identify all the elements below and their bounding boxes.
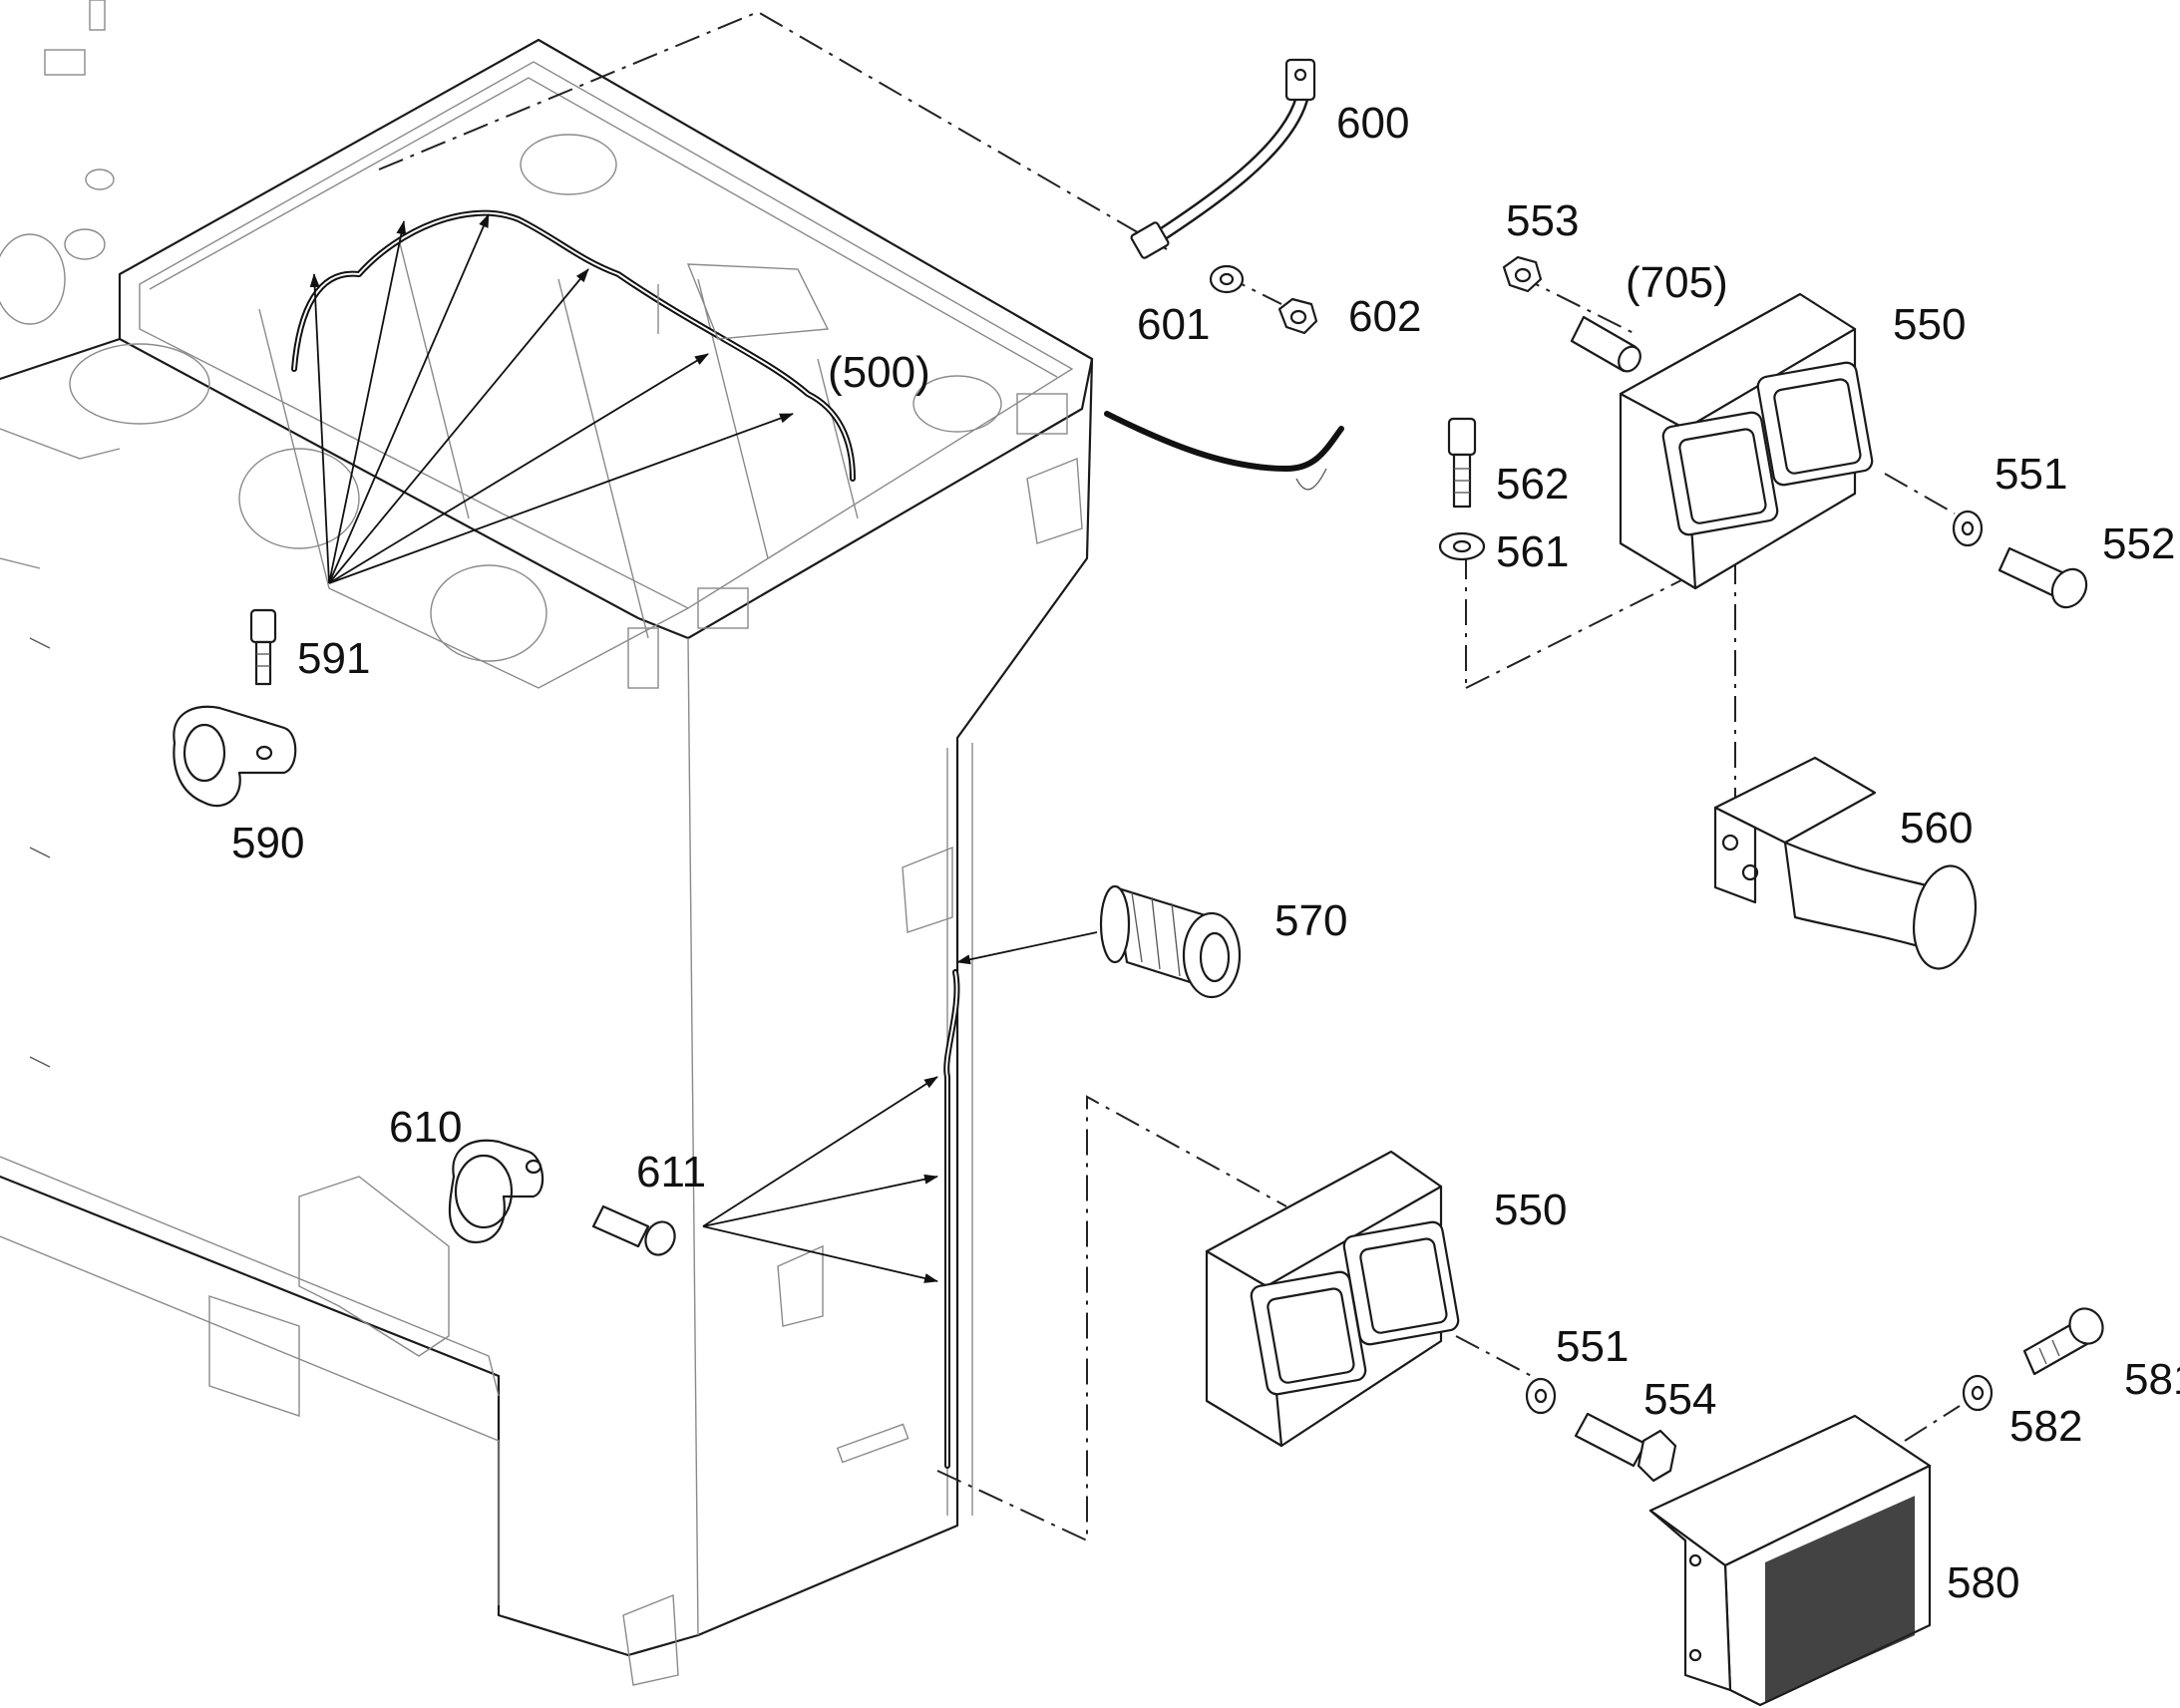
callout-582: 582 (2009, 1402, 2082, 1451)
ground-strap-600 (1130, 58, 1316, 259)
callout-570: 570 (1274, 896, 1347, 945)
callout-553: 553 (1506, 196, 1579, 245)
cable-gland-570 (1099, 884, 1242, 999)
assembly-centerlines (378, 10, 1961, 1542)
callout-581: 581 (2124, 1355, 2180, 1404)
washer-551-upper (1952, 510, 1984, 547)
washer-582 (1962, 1374, 1994, 1412)
bolt-554 (1574, 1412, 1677, 1483)
callout-611: 611 (636, 1148, 706, 1196)
nut-553 (1502, 255, 1543, 293)
callout-500: (500) (828, 348, 930, 397)
callout-601: 601 (1137, 300, 1210, 349)
lamp-bracket-550-lower (1205, 1150, 1460, 1448)
leader-lines (309, 213, 1098, 1283)
lamp-guard-580 (1648, 1414, 1932, 1707)
callout-560: 560 (1900, 804, 1973, 853)
horn-560 (1713, 756, 1977, 970)
callout-600: 600 (1336, 99, 1409, 148)
lamp-bracket-550-upper (1619, 292, 1874, 590)
screw-611 (591, 1204, 676, 1256)
spacer-705 (1570, 315, 1641, 373)
washer-601 (1209, 264, 1245, 294)
callout-602: 602 (1348, 292, 1421, 341)
callout-550-lower: 550 (1494, 1186, 1567, 1234)
washer-551-lower (1525, 1377, 1557, 1415)
callout-554: 554 (1643, 1375, 1716, 1424)
callout-610: 610 (389, 1103, 462, 1152)
cable-clamp-590 (173, 705, 297, 808)
callout-550-upper: 550 (1893, 300, 1966, 349)
callout-551-upper: 551 (1995, 450, 2067, 499)
callout-561: 561 (1496, 527, 1569, 576)
callout-705: (705) (1626, 258, 1728, 307)
callout-591: 591 (297, 634, 370, 683)
cable-clamp-610 (448, 1139, 545, 1244)
cabinet-chassis (0, 0, 1094, 1686)
nut-602 (1277, 297, 1318, 335)
callout-562: 562 (1496, 460, 1569, 509)
screw-552 (1998, 546, 2088, 609)
bolt-581 (2022, 1307, 2104, 1376)
wiring-harness (291, 209, 1344, 1469)
screw-562 (1447, 417, 1477, 509)
callout-551-lower: 551 (1556, 1322, 1629, 1371)
callout-590: 590 (231, 819, 304, 867)
callout-labels: 600 601 602 553 (705) 550 562 561 551 55… (231, 99, 2180, 1607)
callout-580: 580 (1947, 1558, 2019, 1607)
washer-561 (1438, 531, 1486, 561)
screw-591 (249, 608, 277, 686)
callout-552: 552 (2102, 519, 2175, 568)
